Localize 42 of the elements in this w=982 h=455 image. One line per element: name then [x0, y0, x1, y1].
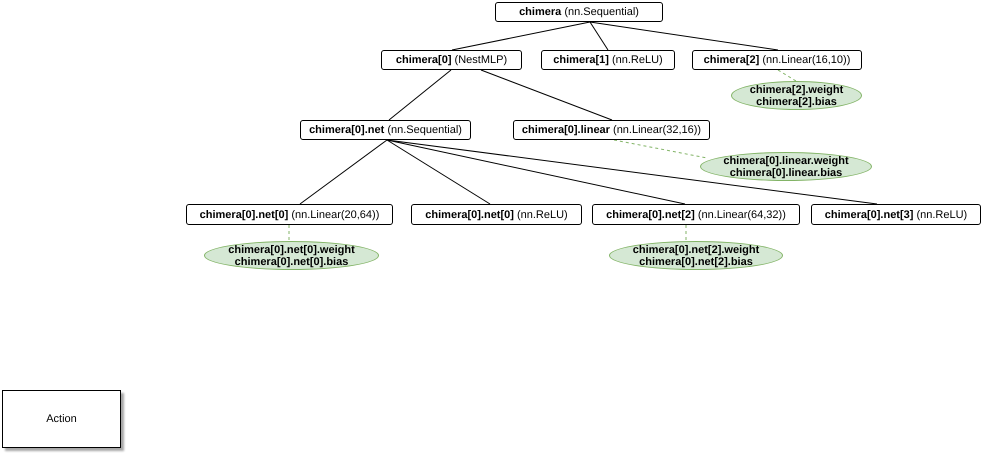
- connector-line: [590, 22, 608, 50]
- module-box: [495, 2, 663, 22]
- node-label: chimera[0].net (nn.Sequential): [309, 124, 462, 136]
- dashed-connector: [614, 140, 708, 158]
- module-box: [411, 204, 582, 225]
- connector-line: [386, 140, 686, 204]
- node-label: chimera[0].linear.bias: [730, 166, 842, 178]
- connector-line: [480, 70, 612, 120]
- node-label: chimera[0].linear.weight: [723, 154, 849, 166]
- dashed-connector: [288, 224, 290, 242]
- module-box: [692, 50, 862, 70]
- node-label: chimera[1] (nn.ReLU): [553, 54, 663, 66]
- module-box: [541, 50, 675, 70]
- node-label: chimera[0].net[2].weight: [632, 244, 760, 256]
- node-label: chimera[0].net[0] (nn.ReLU): [425, 208, 568, 220]
- node-label: chimera[0].net[0] (nn.Linear(20,64)): [200, 208, 380, 220]
- node-label: Action: [46, 413, 77, 425]
- node-label: chimera (nn.Sequential): [519, 6, 639, 18]
- module-box: [811, 204, 981, 225]
- connector-line: [388, 70, 452, 120]
- connector-line: [300, 140, 388, 204]
- module-box: [300, 120, 471, 140]
- module-box: [513, 120, 710, 140]
- module-box: [592, 204, 800, 225]
- node-label: chimera[0].net[0].bias: [234, 256, 348, 268]
- node-label: chimera[0].net[3] (nn.ReLU): [824, 208, 968, 220]
- module-box: [381, 50, 522, 70]
- connector-line: [386, 140, 490, 204]
- action-box: [2, 390, 121, 448]
- node-label: chimera[0].net[2] (nn.Linear(64,32)): [606, 208, 786, 220]
- connector-line: [452, 22, 590, 50]
- module-box: [186, 204, 393, 225]
- node-label: chimera[2] (nn.Linear(16,10)): [704, 54, 850, 66]
- node-label: chimera[0].linear (nn.Linear(32,16)): [522, 124, 702, 136]
- node-label: chimera[0].net[0].weight: [228, 244, 355, 256]
- node-label: chimera[2].bias: [756, 96, 837, 108]
- node-label: chimera[0].net[2].bias: [639, 256, 753, 268]
- node-label: chimera[2].weight: [750, 84, 844, 96]
- connector-line: [386, 140, 878, 204]
- dashed-connector: [778, 70, 796, 82]
- connector-line: [590, 22, 778, 50]
- node-label: chimera[0] (NestMLP): [396, 54, 508, 66]
